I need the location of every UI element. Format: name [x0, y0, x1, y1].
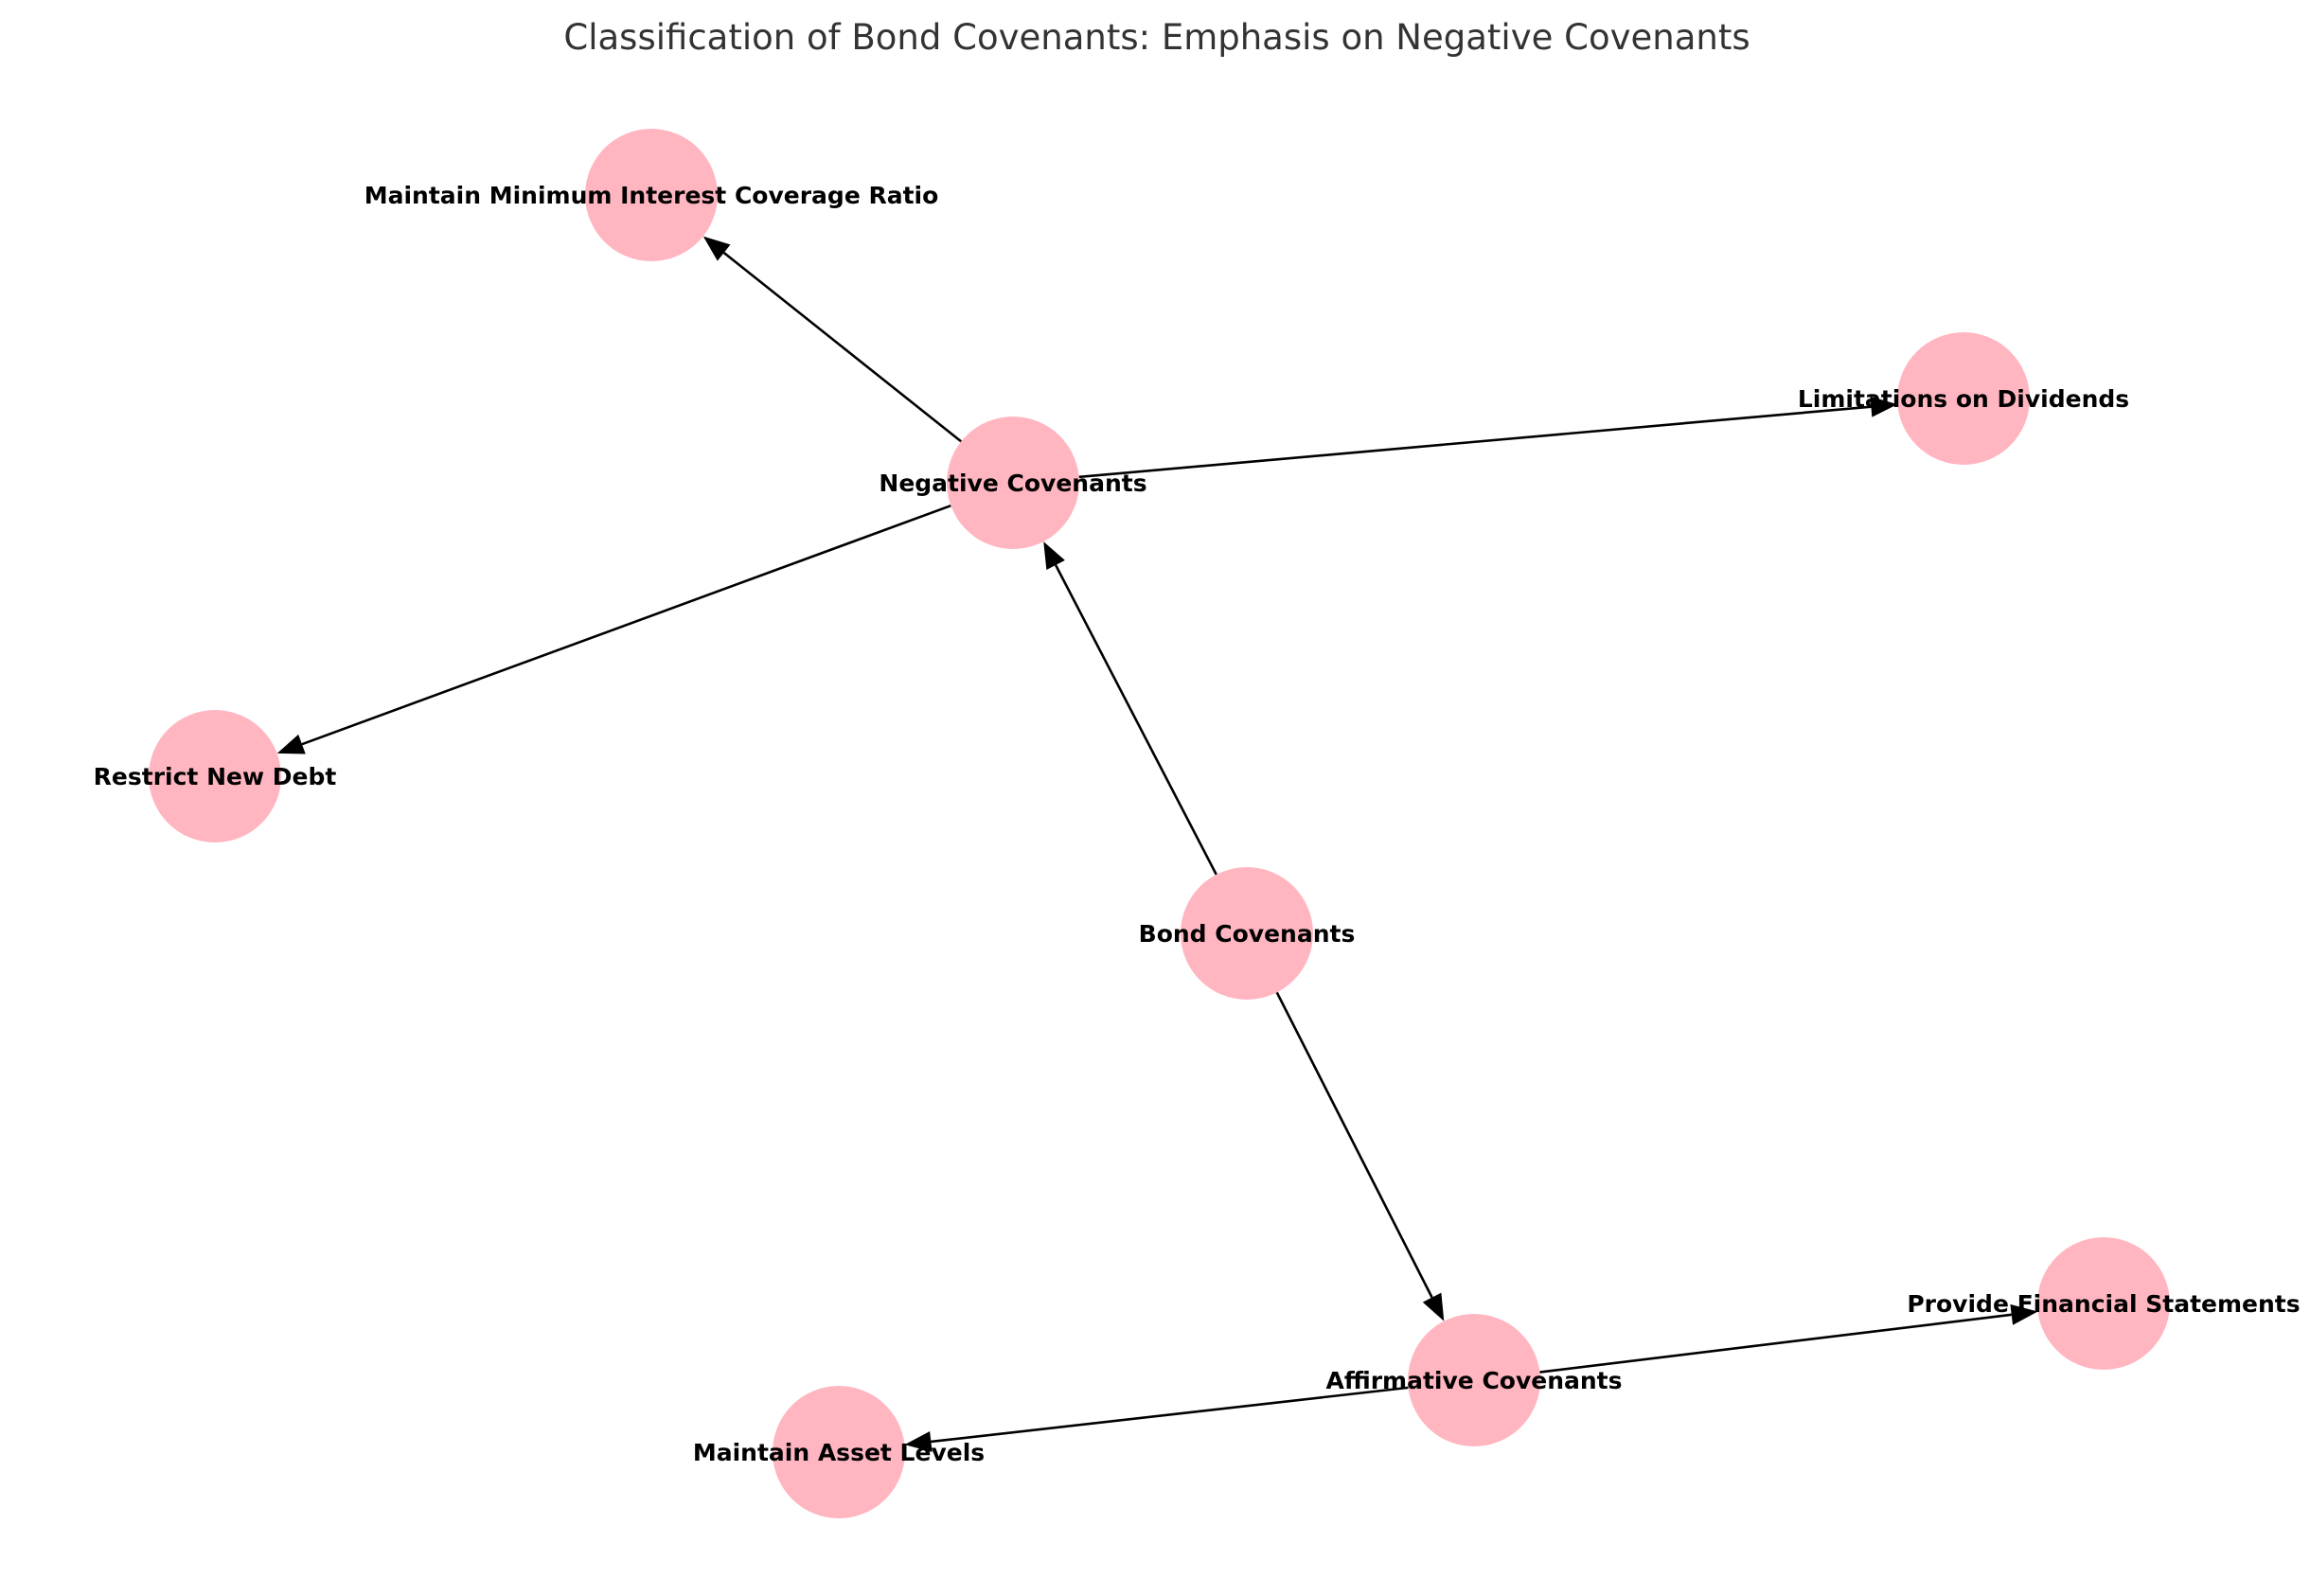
node-bond [1181, 867, 1313, 1000]
arrow-head [1043, 541, 1065, 571]
edge-line [931, 1386, 1409, 1444]
edge-line [1539, 1313, 2012, 1374]
node-debt [149, 710, 281, 842]
node-label-assets: Maintain Asset Levels [693, 1439, 985, 1466]
node-label-affirmative: Affirmative Covenants [1325, 1367, 1622, 1394]
node-affirmative [1408, 1314, 1540, 1446]
nodes-layer [149, 129, 2170, 1518]
node-label-negative: Negative Covenants [879, 470, 1146, 497]
node-dividends [1897, 332, 2030, 465]
diagram-title: Classification of Bond Covenants: Emphas… [563, 17, 1750, 58]
node-negative [947, 417, 1079, 549]
edge-line [301, 504, 951, 746]
edge-line [1054, 564, 1217, 876]
edge-negative-dividends [1078, 396, 1898, 479]
arrow-head [2010, 1303, 2038, 1325]
labels-layer: Bond Covenants Negative CovenantsAffirmat… [94, 182, 2301, 1466]
edge-affirmative-financial [1539, 1303, 2038, 1374]
edges-layer [276, 236, 2038, 1452]
node-label-debt: Restrict New Debt [94, 763, 337, 790]
arrow-head [904, 1431, 933, 1452]
arrow-head [1422, 1292, 1445, 1321]
node-label-financial: Provide Financial Statements [1907, 1290, 2300, 1318]
edge-bond-affirmative [1275, 991, 1445, 1321]
node-label-interest: Maintain Minimum Interest Coverage Ratio [364, 182, 939, 209]
edge-line [1078, 405, 1872, 479]
arrow-head [702, 236, 731, 261]
arrow-head [276, 734, 306, 754]
arrow-head [1870, 396, 1898, 417]
node-financial [2037, 1237, 2170, 1370]
edge-affirmative-assets [904, 1386, 1409, 1452]
node-label-dividends: Limitations on Dividends [1798, 385, 2129, 413]
edge-negative-debt [276, 504, 951, 754]
node-interest [585, 129, 718, 261]
edge-line [1275, 991, 1433, 1299]
edge-bond-negative [1043, 541, 1217, 876]
node-assets [773, 1386, 905, 1518]
edge-negative-interest [702, 236, 963, 443]
edge-line [722, 252, 963, 443]
node-label-bond: Bond Covenants [1139, 920, 1356, 948]
